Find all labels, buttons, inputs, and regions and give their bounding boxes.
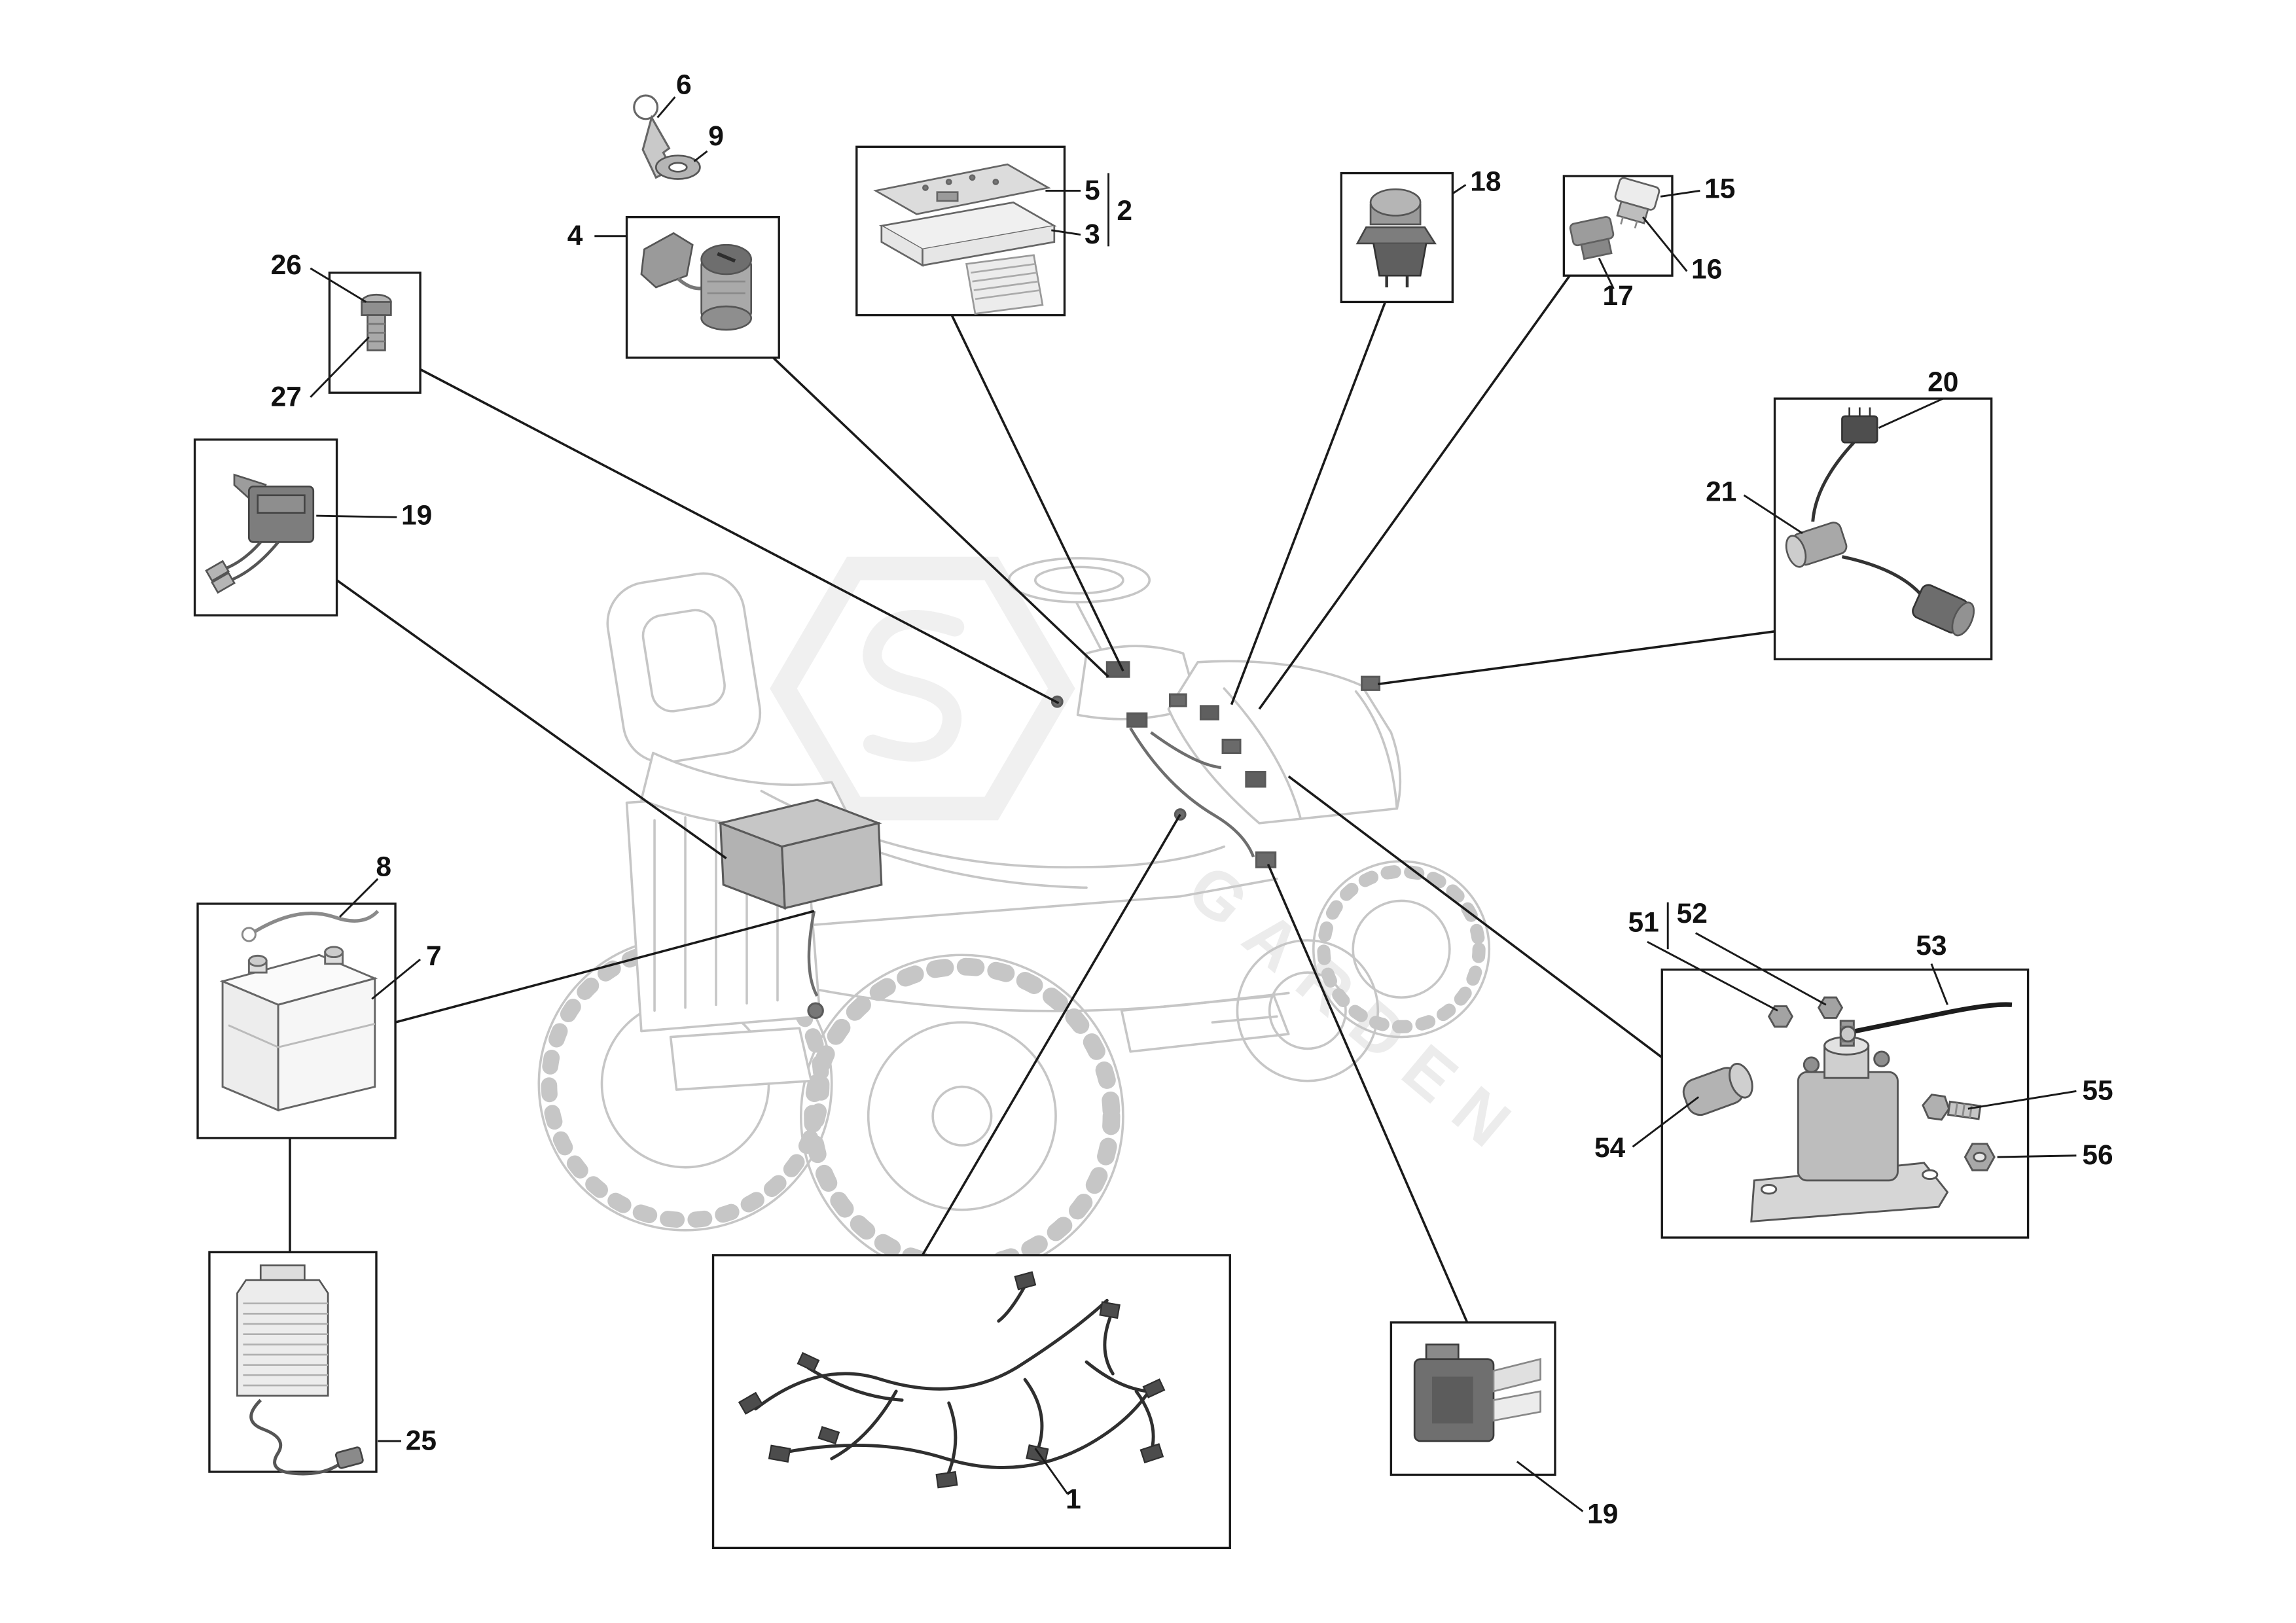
part-label-4: 4 — [567, 221, 583, 251]
part-label-9: 9 — [708, 121, 724, 152]
part-labels: 6 9 4 5 2 3 18 15 16 17 26 27 19 20 21 8… — [271, 70, 2113, 1530]
seat-back — [606, 572, 762, 764]
connector-plug-20 — [1841, 415, 1878, 444]
tractor-mounted-parts — [717, 661, 1381, 1020]
relay-spade-terminal — [1492, 1390, 1541, 1422]
grille — [965, 254, 1044, 315]
cable-53 — [1854, 1002, 2013, 1034]
part-label-2: 2 — [1117, 196, 1132, 226]
chassis-line — [801, 878, 1278, 927]
part-label-18: 18 — [1470, 166, 1501, 197]
charger-cord — [249, 1399, 344, 1476]
part-starter-solenoid-group — [1682, 996, 2013, 1223]
part-label-16: 16 — [1691, 255, 1722, 285]
solenoid-post — [1803, 1056, 1820, 1073]
mounted-cable — [1129, 727, 1255, 858]
front-wheel-far — [1236, 939, 1380, 1082]
part-washer — [655, 154, 701, 180]
connector-lines — [289, 275, 1775, 1323]
cable-ring — [1839, 1026, 1857, 1043]
bulb-holder-21b — [1912, 584, 1975, 637]
battery-side — [277, 977, 376, 1112]
part-safety-switch-left — [205, 473, 315, 594]
leader-lines — [310, 96, 2077, 1512]
circuit-board — [873, 163, 1051, 215]
part-label-6: 6 — [676, 70, 692, 101]
relay-spade-terminal — [1492, 1358, 1541, 1393]
part-wiring-harness — [753, 1284, 1155, 1481]
boot-54 — [1682, 1063, 1753, 1116]
nut-52 — [1817, 996, 1844, 1019]
harness-connectors — [738, 1271, 1166, 1489]
part-label-15: 15 — [1704, 174, 1735, 205]
hood — [1167, 660, 1402, 825]
part-label-19-left: 19 — [401, 501, 432, 531]
part-relay — [1413, 1344, 1541, 1442]
part-fuses — [1569, 177, 1660, 260]
part-label-19-bottom: 19 — [1587, 1499, 1618, 1529]
battery-cable-8 — [253, 910, 380, 933]
solenoid-post — [1873, 1050, 1890, 1067]
rear-wheel-near — [799, 954, 1124, 1279]
muffler — [669, 1027, 813, 1091]
charger-plug — [334, 1446, 364, 1469]
part-battery — [219, 910, 380, 1112]
battery-front — [221, 980, 279, 1112]
part-label-53: 53 — [1916, 931, 1946, 961]
dash-connector — [1105, 661, 1130, 678]
part-sensor-pin — [361, 293, 392, 351]
part-label-27: 27 — [271, 382, 302, 412]
part-label-7: 7 — [426, 941, 442, 972]
callout-box-1 — [711, 1254, 1231, 1550]
part-label-21: 21 — [1706, 477, 1736, 508]
part-label-55: 55 — [2082, 1076, 2113, 1107]
part-label-3: 3 — [1085, 219, 1100, 250]
part-label-5: 5 — [1085, 175, 1100, 206]
footrest — [1120, 995, 1290, 1053]
part-push-button-switch — [1355, 188, 1437, 288]
steering-wheel — [1007, 557, 1151, 603]
callout-boxes — [193, 145, 2030, 1550]
tractor-illustration — [537, 557, 1491, 1279]
part-label-26: 26 — [271, 250, 302, 281]
part-light-wiring — [1785, 407, 1975, 637]
part-label-25: 25 — [406, 1425, 437, 1456]
fuse-17 — [1569, 216, 1615, 260]
part-battery-charger — [236, 1264, 364, 1476]
bulb-holder-21a — [1785, 522, 1848, 568]
part-label-17: 17 — [1603, 281, 1634, 312]
bolt-55 — [1922, 1094, 1982, 1121]
part-label-1: 1 — [1066, 1484, 1081, 1515]
part-label-8: 8 — [376, 851, 391, 882]
part-label-54: 54 — [1594, 1133, 1626, 1164]
solenoid-body — [1797, 1071, 1899, 1182]
watermark-s-glyph — [863, 610, 965, 762]
part-label-20: 20 — [1928, 367, 1958, 398]
watermark-hexagon — [770, 556, 1075, 821]
cable-ring-terminal — [241, 927, 257, 942]
part-label-51: 51 — [1628, 907, 1659, 938]
part-ignition-switch — [640, 232, 753, 331]
fuse-15 — [1614, 177, 1660, 229]
nut-51 — [1767, 1005, 1794, 1028]
part-label-52: 52 — [1677, 899, 1708, 929]
part-control-board-assembly — [873, 163, 1057, 315]
part-label-56: 56 — [2082, 1140, 2113, 1171]
